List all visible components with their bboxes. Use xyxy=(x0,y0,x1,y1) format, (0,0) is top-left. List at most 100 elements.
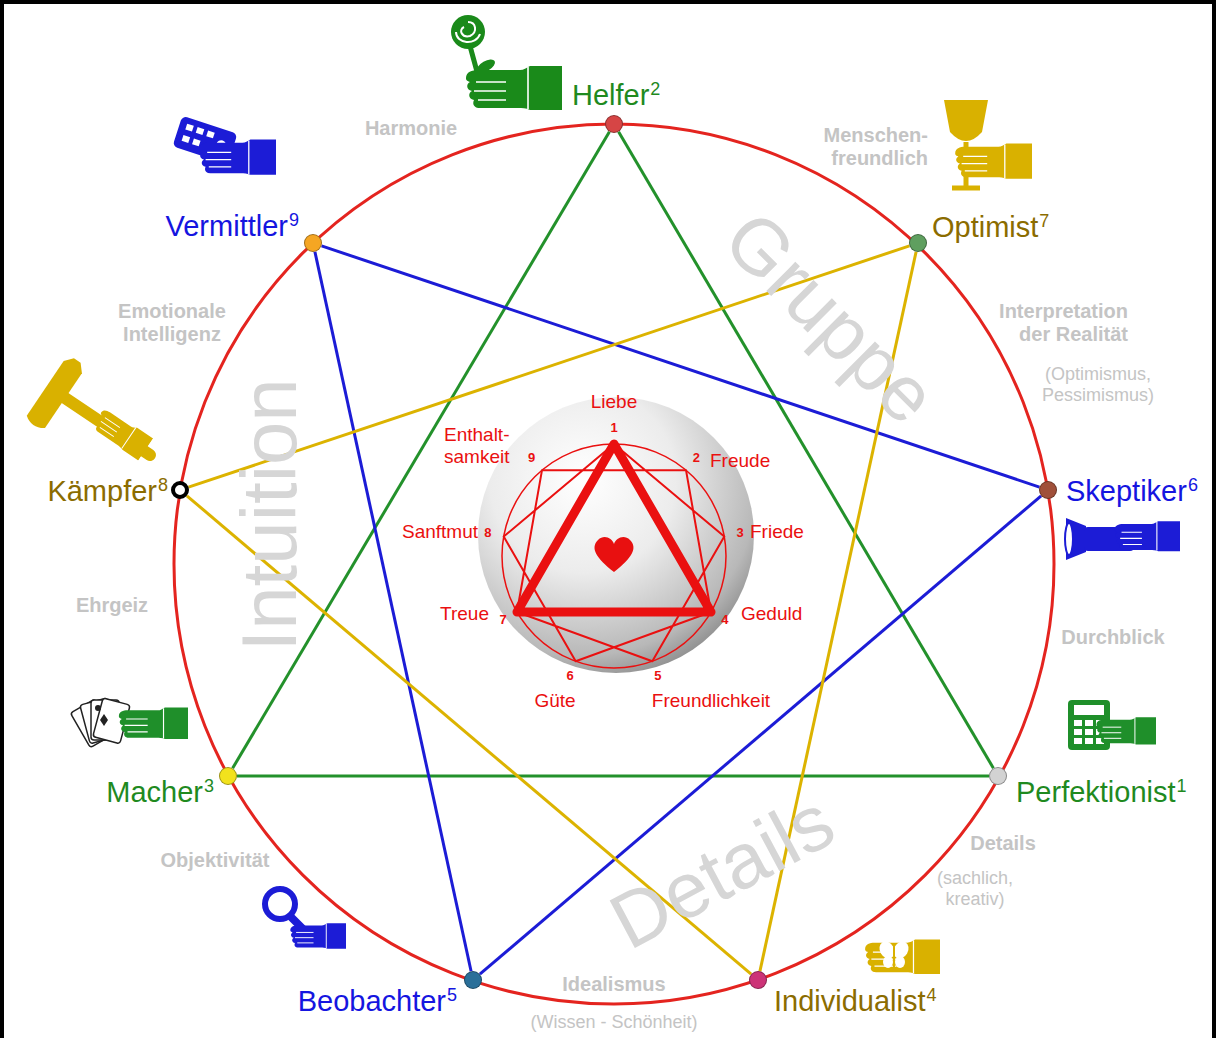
enneagram-circle xyxy=(174,124,1054,1004)
center-sphere xyxy=(504,444,725,661)
type-label: Individualist4 xyxy=(774,985,937,1018)
butterfly-hand-icon xyxy=(865,940,940,974)
cards-hand-icon xyxy=(119,707,188,739)
type-number: 1 xyxy=(1177,776,1187,796)
type-label: Optimist7 xyxy=(932,211,1049,244)
remote-hand-icon xyxy=(196,127,205,135)
trait-label: Harmonie xyxy=(365,117,457,140)
type-point: Kämpfer8 xyxy=(171,481,189,499)
trait-label: Details xyxy=(970,832,1036,855)
flashlight-hand-icon xyxy=(1115,521,1180,551)
cards-hand-icon xyxy=(95,705,101,711)
calculator-hand-icon xyxy=(1074,705,1104,715)
type-point: Individualist4 xyxy=(749,971,767,989)
hammer-hand-icon xyxy=(25,354,87,431)
butterfly-hand-icon xyxy=(865,939,940,974)
butterfly-hand-icon xyxy=(895,956,905,968)
glass-hand-icon xyxy=(944,100,988,141)
watermark-text: Gruppe xyxy=(706,194,953,441)
type-name: Individualist xyxy=(774,985,926,1017)
flashlight-hand-icon xyxy=(1065,523,1073,555)
type-number: 2 xyxy=(650,79,660,99)
virtue-word: Friede xyxy=(750,521,804,543)
type-number: 8 xyxy=(158,475,168,495)
center-sphere xyxy=(478,397,754,673)
watermark-text: Intuition xyxy=(225,378,315,651)
calculator-hand-icon xyxy=(1074,720,1082,726)
point-number: 9 xyxy=(528,451,535,466)
center-sphere xyxy=(478,397,754,673)
magnifier-hand-icon xyxy=(290,923,346,949)
connector-line xyxy=(237,775,989,778)
type-point: Macher3 xyxy=(219,767,237,785)
type-number: 4 xyxy=(927,985,937,1005)
point-number: 1 xyxy=(610,421,617,436)
page-frame xyxy=(0,0,4,1038)
point-number: 5 xyxy=(654,669,661,684)
rose-hand-icon xyxy=(456,22,480,42)
trait-label: Durchblick xyxy=(1061,626,1164,649)
type-number: 7 xyxy=(1039,211,1049,231)
type-name: Optimist xyxy=(932,211,1038,243)
hammer-hand-icon xyxy=(91,406,154,460)
glass-hand-icon xyxy=(944,100,1032,188)
trait-label: Idealismus xyxy=(562,973,665,996)
virtue-word: Geduld xyxy=(741,603,802,625)
calculator-hand-icon xyxy=(1085,729,1093,735)
hammer-hand-icon xyxy=(25,354,154,460)
type-label: Helfer2 xyxy=(572,79,660,112)
virtue-word: Treue xyxy=(440,603,489,625)
trait-note: (Wissen - Schönheit) xyxy=(530,1012,697,1033)
cards-hand-icon xyxy=(100,714,108,726)
center-sphere xyxy=(502,444,726,668)
trait-label: Ehrgeiz xyxy=(76,594,148,617)
trait-note: (sachlich, kreativ) xyxy=(937,868,1013,909)
calculator-hand-icon xyxy=(1068,700,1156,750)
calculator-hand-icon xyxy=(1074,738,1082,744)
type-label: Macher3 xyxy=(106,776,214,809)
rose-hand-icon xyxy=(466,66,562,110)
calculator-hand-icon xyxy=(1085,720,1093,726)
trait-label: Emotionale Intelligenz xyxy=(118,300,226,346)
type-point: Skeptiker6 xyxy=(1039,481,1057,499)
type-number: 6 xyxy=(1188,475,1198,495)
type-point: Perfektionist1 xyxy=(989,767,1007,785)
point-number: 7 xyxy=(499,613,506,628)
flashlight-hand-icon xyxy=(1065,518,1180,560)
rose-hand-icon xyxy=(451,15,562,110)
virtue-word: Freundlichkeit xyxy=(652,690,770,712)
point-number: 2 xyxy=(693,451,700,466)
virtue-word: Sanftmut xyxy=(402,521,478,543)
type-label: Beobachter5 xyxy=(298,985,457,1018)
type-label: Skeptiker6 xyxy=(1066,475,1198,508)
type-label: Kämpfer8 xyxy=(47,475,168,508)
cards-hand-icon xyxy=(70,698,188,748)
point-number: 6 xyxy=(567,669,574,684)
point-number: 4 xyxy=(721,613,728,628)
virtue-word: Enthalt- samkeit xyxy=(444,424,509,468)
trait-label: Objektivität xyxy=(161,849,270,872)
type-point: Optimist7 xyxy=(909,234,927,252)
point-number: 3 xyxy=(736,526,743,541)
type-name: Helfer xyxy=(572,79,649,111)
rose-hand-icon xyxy=(451,15,485,49)
type-point: Beobachter5 xyxy=(464,971,482,989)
type-number: 9 xyxy=(289,210,299,230)
type-point: Vermittler9 xyxy=(304,234,322,252)
center-sphere xyxy=(517,444,711,612)
virtue-word: Güte xyxy=(534,690,575,712)
hammer-hand-icon xyxy=(25,354,87,431)
watermark-text: Details xyxy=(596,776,849,967)
remote-hand-icon xyxy=(192,139,201,147)
calculator-hand-icon xyxy=(1085,738,1093,744)
type-label: Vermittler9 xyxy=(166,210,300,243)
remote-hand-icon xyxy=(206,130,215,138)
type-name: Kämpfer xyxy=(47,475,157,507)
type-name: Beobachter xyxy=(298,985,446,1017)
type-label: Perfektionist1 xyxy=(1016,776,1187,809)
type-number: 5 xyxy=(447,985,457,1005)
type-name: Vermittler xyxy=(166,210,288,242)
connector-line xyxy=(480,496,1041,974)
type-number: 3 xyxy=(204,776,214,796)
